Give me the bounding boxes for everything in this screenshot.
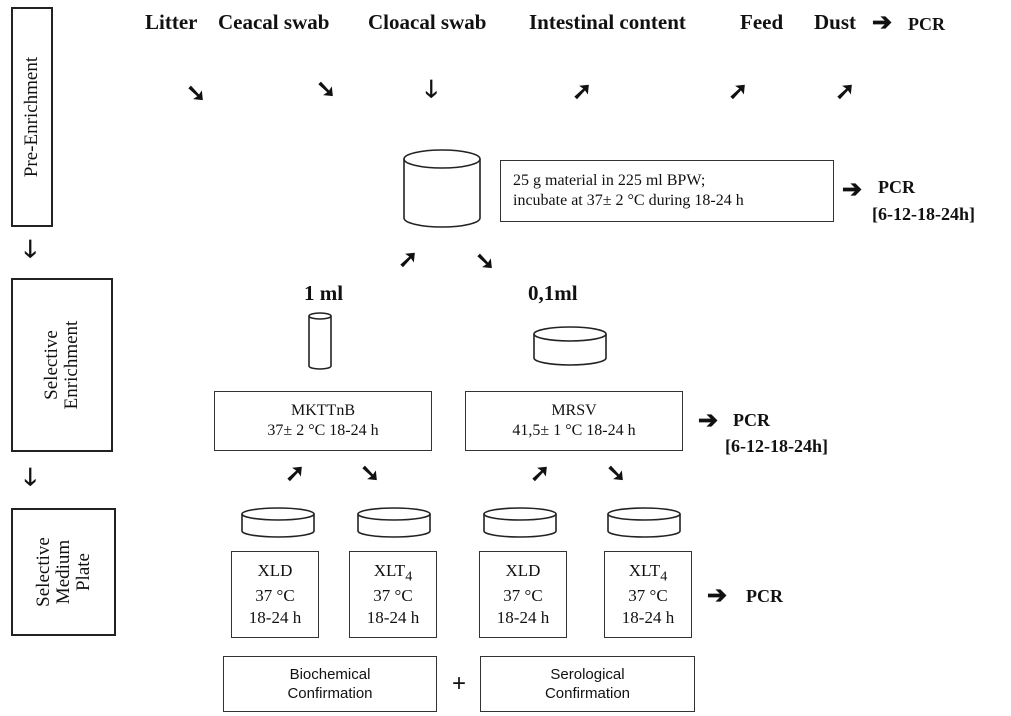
arrow-right-icon: ➔ bbox=[842, 177, 863, 203]
pre-enrichment-jar bbox=[403, 149, 481, 228]
source-cloacal-swab: Cloacal swab bbox=[368, 10, 487, 34]
mrsv-box: MRSV 41,5± 1 °C 18-24 h bbox=[465, 391, 683, 451]
plate-box-xld-2: XLD 37 °C 18-24 h bbox=[479, 551, 567, 638]
plate-dish-4 bbox=[607, 507, 681, 538]
arrow-right-icon: ➔ bbox=[707, 583, 728, 609]
arrow-right-icon: ➔ bbox=[698, 408, 719, 434]
arrow-down-right-icon: ➘ bbox=[475, 249, 496, 275]
arrow-down-left-icon: ➚ bbox=[285, 461, 306, 487]
arrow-down-right-icon: ➘ bbox=[186, 81, 207, 107]
arrow-down-right-icon: ➘ bbox=[360, 461, 381, 487]
arrow-down-right-icon: ➘ bbox=[316, 77, 337, 103]
stage-selective-medium-plate-label: Selective Medium Plate bbox=[32, 537, 94, 607]
pcr-label-enrichment: PCR bbox=[733, 410, 770, 430]
plate-dish-1 bbox=[241, 507, 315, 538]
stage-pre-enrichment-label: Pre-Enrichment bbox=[21, 56, 43, 178]
stage-selective-enrichment-label: Selective Enrichment bbox=[41, 320, 82, 410]
volume-0-1ml: 0,1ml bbox=[528, 281, 578, 305]
arrow-down-left-icon: ➚ bbox=[728, 79, 749, 105]
pcr-label-top: PCR bbox=[908, 14, 945, 34]
stage-selective-medium-plate: Selective Medium Plate bbox=[11, 508, 116, 636]
stage-selective-enrichment: Selective Enrichment bbox=[11, 278, 113, 452]
pcr-label-plate: PCR bbox=[746, 586, 783, 606]
plate-box-xlt4-2: XLT4 37 °C 18-24 h bbox=[604, 551, 692, 638]
tube-1ml bbox=[308, 312, 332, 370]
arrow-right-icon: ➔ bbox=[872, 10, 893, 36]
arrow-down-icon: 🡓 bbox=[24, 237, 37, 263]
arrow-down-icon: 🡓 bbox=[425, 77, 438, 103]
arrow-down-left-icon: ➚ bbox=[835, 79, 856, 105]
source-ceacal-swab: Ceacal swab bbox=[218, 10, 330, 34]
stage-pre-enrichment: Pre-Enrichment bbox=[11, 7, 53, 227]
arrow-down-left-icon: ➚ bbox=[530, 461, 551, 487]
plate-box-xlt4-1: XLT4 37 °C 18-24 h bbox=[349, 551, 437, 638]
dish-0-1ml bbox=[533, 326, 607, 366]
serological-confirmation-box: Serological Confirmation bbox=[480, 656, 695, 712]
arrow-down-left-icon: ➚ bbox=[572, 79, 593, 105]
arrow-down-right-icon: ➘ bbox=[606, 461, 627, 487]
arrow-down-left-icon: ➚ bbox=[398, 247, 419, 273]
arrow-down-icon: 🡓 bbox=[24, 465, 37, 491]
pcr-timepoints-enrichment: [6-12-18-24h] bbox=[725, 436, 828, 456]
source-feed: Feed bbox=[740, 10, 784, 34]
pcr-label-pre: PCR bbox=[878, 177, 915, 197]
plate-box-xld-1: XLD 37 °C 18-24 h bbox=[231, 551, 319, 638]
pre-enrichment-box: 25 g material in 225 ml BPW; incubate at… bbox=[500, 160, 834, 222]
mkttnb-box: MKTTnB 37± 2 °C 18-24 h bbox=[214, 391, 432, 451]
source-intestinal-content: Intestinal content bbox=[529, 10, 686, 34]
source-dust: Dust bbox=[814, 10, 857, 34]
biochemical-confirmation-box: Biochemical Confirmation bbox=[223, 656, 437, 712]
pcr-timepoints-pre: [6-12-18-24h] bbox=[872, 204, 975, 224]
source-litter: Litter bbox=[145, 10, 198, 34]
plate-dish-3 bbox=[483, 507, 557, 538]
plus-sign: + bbox=[452, 670, 467, 697]
volume-1ml: 1 ml bbox=[304, 281, 344, 305]
plate-dish-2 bbox=[357, 507, 431, 538]
